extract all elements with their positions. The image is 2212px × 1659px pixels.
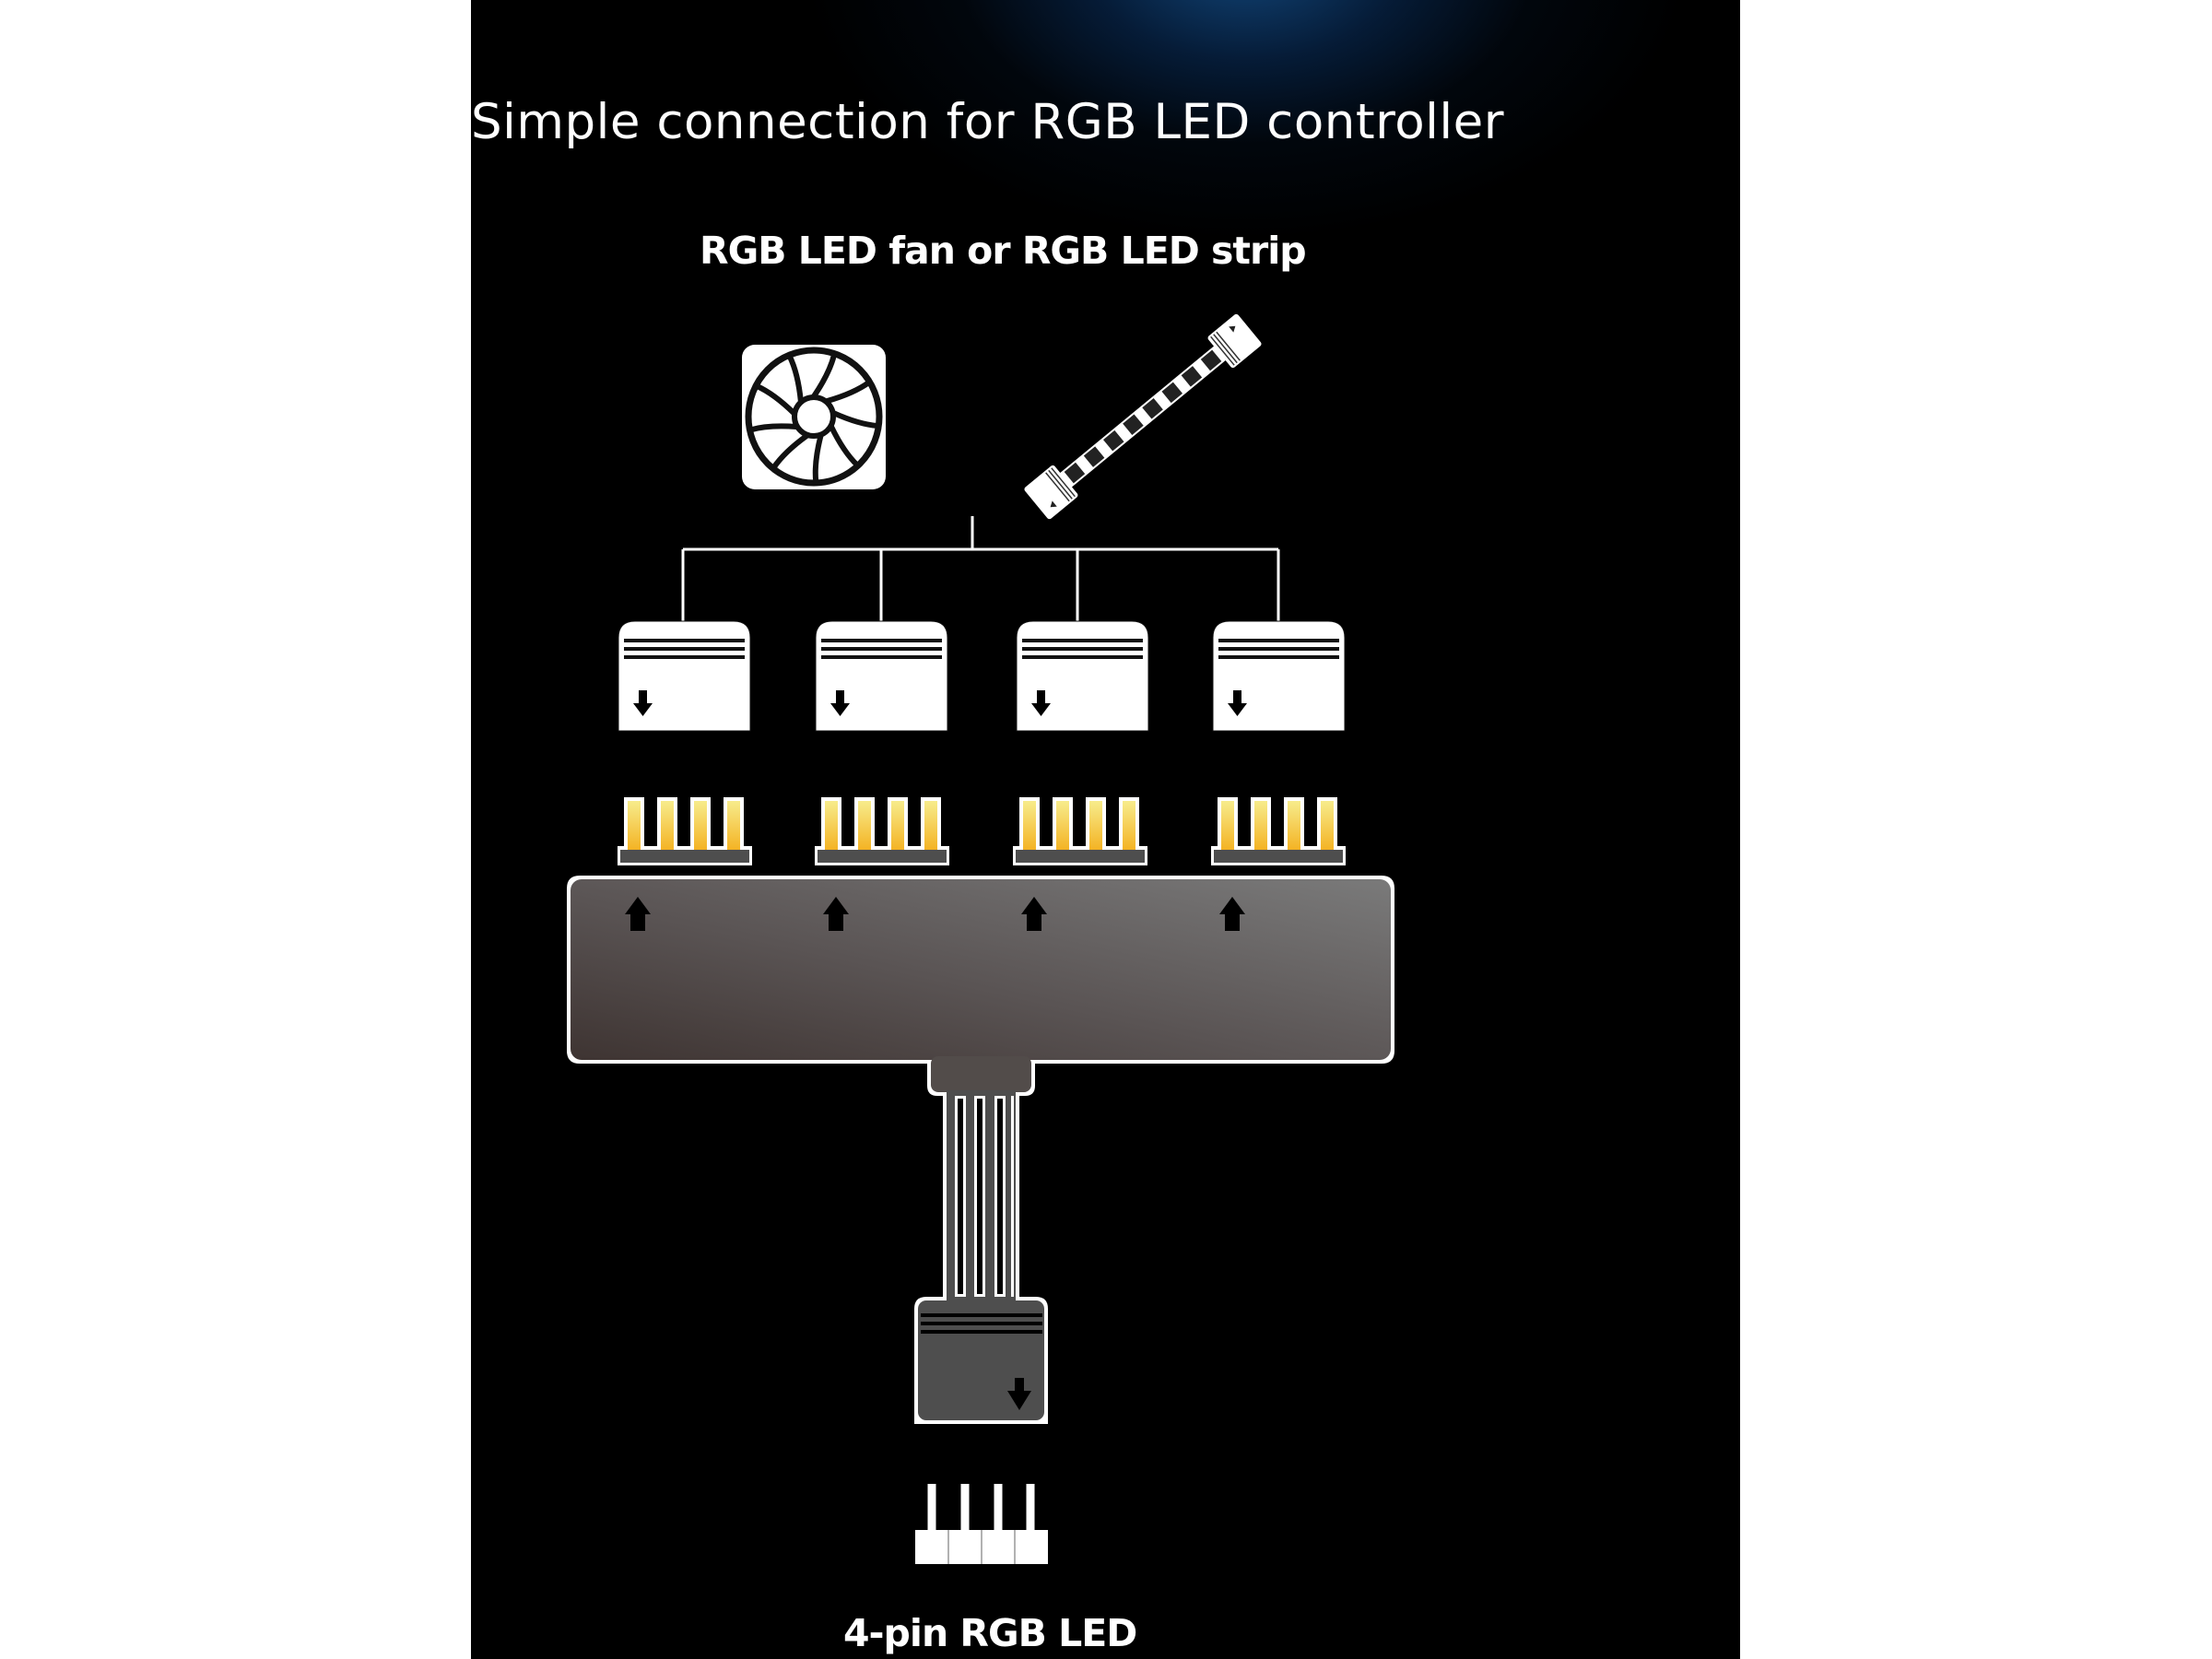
pin-header [1013,797,1147,865]
female-connector [1212,620,1346,732]
gold-pin [1123,801,1135,850]
input-pin-header [915,1484,1048,1564]
down-arrow-icon [1007,1378,1031,1410]
gold-pin [727,801,740,850]
gold-pin [1023,801,1036,850]
pin-header [1211,797,1346,865]
fan-blades [747,352,881,485]
gold-pin [1321,801,1334,850]
female-connector [1016,620,1149,732]
gold-pin [924,801,937,850]
gold-pin [825,801,838,850]
splitter-hub [567,876,1394,1424]
female-connector [618,620,751,732]
fan-blade [829,424,861,468]
gold-pin [694,801,707,850]
led-chip [1102,429,1124,452]
fan-blade [786,353,804,405]
led-chip [1083,446,1105,467]
led-chip [1161,382,1183,404]
fan-blade [753,382,797,417]
input-connector-label: 4-pin RGB LED [843,1611,1137,1655]
split-wiring [681,516,1280,623]
down-arrow-icon [1031,690,1051,716]
gold-pin [1089,801,1102,850]
input-pin [1026,1484,1035,1530]
connection-diagram [567,313,1394,1564]
devices-heading: RGB LED fan or RGB LED strip [700,229,1307,273]
gold-pin [661,801,674,850]
fan-blade [824,379,872,405]
led-chip [1064,462,1086,484]
up-arrow-icon [625,897,651,931]
gold-pin [1221,801,1234,850]
device-connectors [618,620,1346,732]
pin-header [815,797,949,865]
down-arrow-icon [830,690,850,716]
led-chip [1200,349,1222,371]
fan-icon [742,345,886,489]
gold-pin [891,801,904,850]
up-arrow-icon [1021,897,1047,931]
led-chip [1181,366,1203,387]
fan-blade [830,410,881,429]
gold-pin [1288,801,1300,850]
fan-blade [747,423,799,433]
gold-pin [1056,801,1069,850]
gold-pin [628,801,641,850]
female-connector [815,620,948,732]
input-pin [994,1484,1003,1530]
blue-glow-background [471,0,1740,461]
gold-pin [1254,801,1267,850]
fan-blade [811,352,837,399]
hub-pin-headers [618,797,1346,865]
up-arrow-icon [823,897,849,931]
pin-header [618,797,752,865]
input-pin [960,1484,970,1530]
fan-blade [812,432,824,485]
down-arrow-icon [633,690,653,716]
diagram-panel: Simple connection for RGB LED controller… [471,0,1740,1659]
led-chip [1142,398,1163,419]
led-strip-icon [1024,313,1262,520]
up-arrow-icon [1219,897,1245,931]
led-chip [1123,414,1144,435]
input-pin [927,1484,936,1530]
page-title: Simple connection for RGB LED controller [471,94,1505,150]
gold-pin [858,801,871,850]
down-arrow-icon [1228,690,1247,716]
fan-blade [771,432,810,471]
